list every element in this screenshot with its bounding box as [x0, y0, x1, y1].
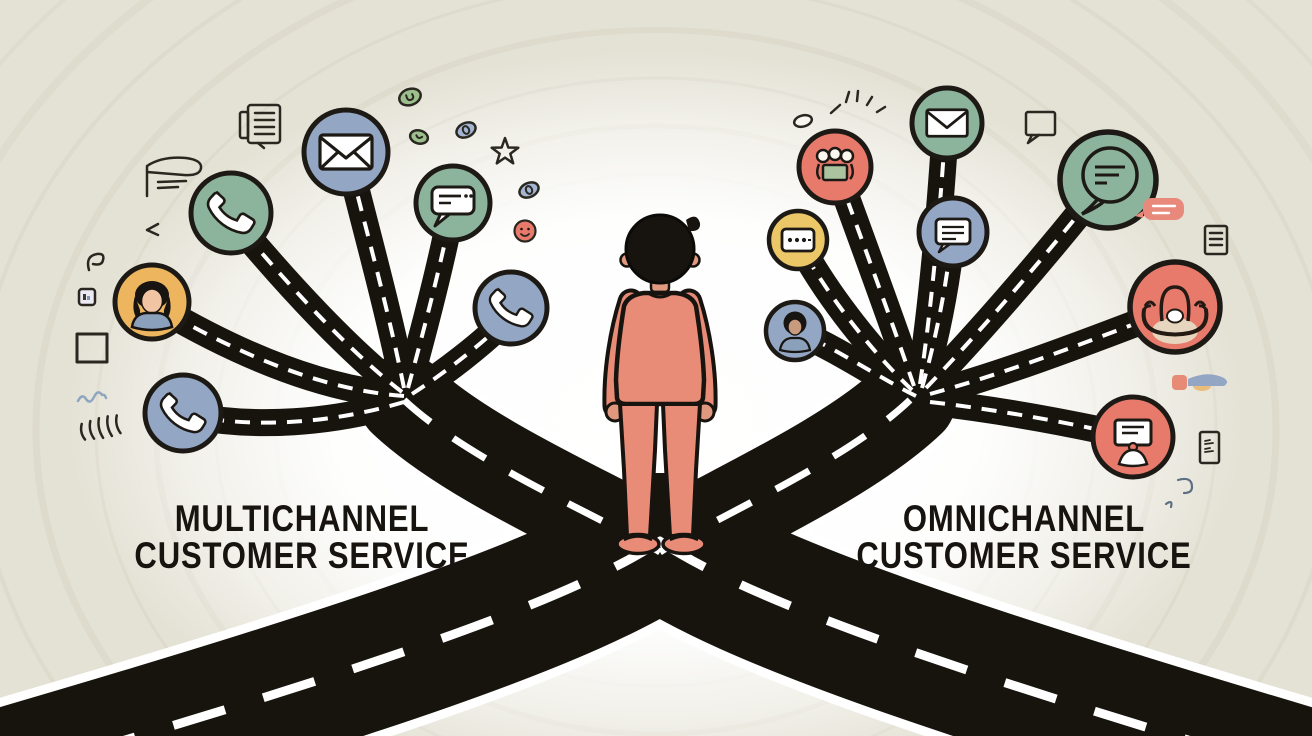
- red-bubble-doodle: [1135, 198, 1184, 220]
- person-collar: [647, 291, 673, 299]
- email-icon: [318, 133, 374, 171]
- message-dots-icon: [780, 227, 816, 253]
- angle-mark-doodle: [145, 222, 160, 237]
- left-label-line2: CUSTOMER SERVICE: [134, 536, 469, 577]
- channel-right-chat-big: [1057, 129, 1159, 231]
- channel-right-team-meeting: [796, 128, 874, 206]
- person: [602, 213, 718, 556]
- megaphone-doodle: [145, 156, 203, 198]
- squiggle-doodle: [1164, 477, 1194, 509]
- channel-left-email-blue: [301, 107, 391, 197]
- person-leg-left: [618, 402, 659, 538]
- person-torso: [613, 290, 707, 407]
- email-icon: [925, 108, 969, 138]
- video-support-icon: [1113, 418, 1153, 468]
- spark-doodle: [829, 89, 887, 115]
- right-label-line2: CUSTOMER SERVICE: [856, 536, 1191, 577]
- right-label-line1: OMNICHANNEL: [903, 499, 1145, 540]
- chat-note-icon: [934, 217, 972, 254]
- person-hair-tuft: [686, 216, 701, 232]
- star-doodle: [490, 136, 520, 165]
- green-bean-small-doodle: [408, 129, 430, 145]
- chat-outline-doodle: [1024, 110, 1057, 145]
- right-road-label: OMNICHANNEL CUSTOMER SERVICE: [856, 499, 1191, 577]
- channel-left-phone-blue-lower: [142, 372, 224, 454]
- oval-doodle: [792, 113, 814, 129]
- fax-doodle: [238, 103, 282, 150]
- channel-right-message-dots: [766, 208, 830, 272]
- customer-avatar-icon: [130, 281, 174, 332]
- chat-bubble-icon: [1081, 146, 1139, 216]
- sound-waves-doodle: [79, 414, 122, 441]
- customer-avatar-icon: [778, 311, 812, 354]
- channel-left-chat-green: [413, 163, 493, 243]
- team-meeting-icon: [815, 146, 855, 182]
- green-bean-doodle: [398, 87, 422, 107]
- channel-left-phone-blue-right: [472, 269, 550, 347]
- blue-bean2-doodle: [518, 181, 540, 199]
- person-head: [624, 213, 696, 285]
- channel-right-email-green: [909, 85, 985, 161]
- channel-left-customer-avatar: [112, 262, 192, 342]
- blue-bean-doodle: [455, 121, 477, 139]
- channel-right-customer-avatar: [763, 299, 827, 363]
- left-label-line1: MULTICHANNEL: [175, 499, 430, 540]
- channel-right-support-agent: [1127, 259, 1223, 355]
- square-doodle: [75, 332, 109, 364]
- smiley-doodle: [513, 219, 537, 243]
- person-sandal-straps: [623, 535, 699, 542]
- curl-doodle: [86, 252, 105, 272]
- channel-left-phone-green: [188, 170, 274, 256]
- blue-scribble-doodle: [76, 391, 108, 403]
- doodles: [75, 87, 1229, 509]
- support-agent-icon: [1141, 285, 1209, 344]
- channel-right-video-support: [1090, 394, 1176, 480]
- mini-app-doodle: [77, 287, 97, 307]
- document-doodle: [1203, 224, 1229, 256]
- phone-list-doodle: [1198, 430, 1221, 465]
- left-road-label: MULTICHANNEL CUSTOMER SERVICE: [134, 499, 469, 577]
- person-leg-right: [661, 402, 702, 538]
- paint-smudge-doodle: [1172, 374, 1227, 391]
- channel-right-chat-note: [916, 195, 990, 269]
- chat-bubble-icon: [430, 185, 476, 228]
